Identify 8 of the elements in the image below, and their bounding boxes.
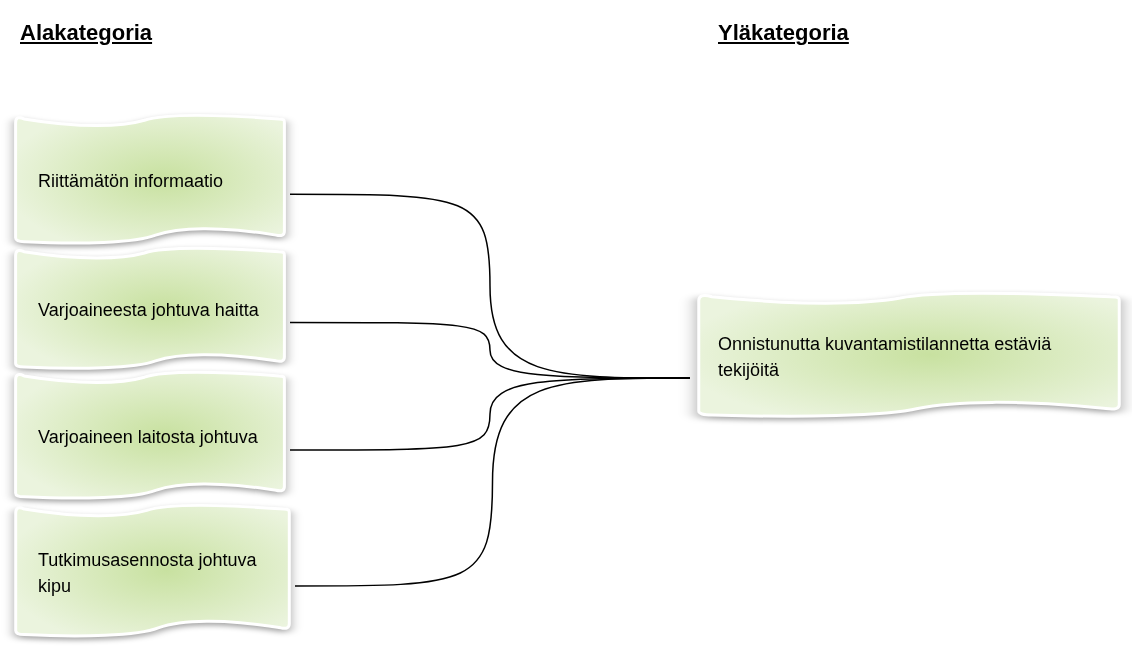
node-text: Riittämätön informaatio [38, 170, 225, 193]
node-text: Onnistunutta kuvantamistilannetta estäviä tekijöitä [718, 332, 1053, 382]
node-text: Tutkimusasennosta johtuva kipu [38, 548, 258, 598]
node-text: Varjoaineesta johtuva haitta [38, 299, 260, 322]
column-heading: Alakategoria [20, 19, 153, 47]
column-heading: Yläkategoria [718, 19, 849, 47]
connector-line [294, 377, 691, 587]
node-text: Varjoaineen laitosta johtuva [38, 426, 259, 449]
